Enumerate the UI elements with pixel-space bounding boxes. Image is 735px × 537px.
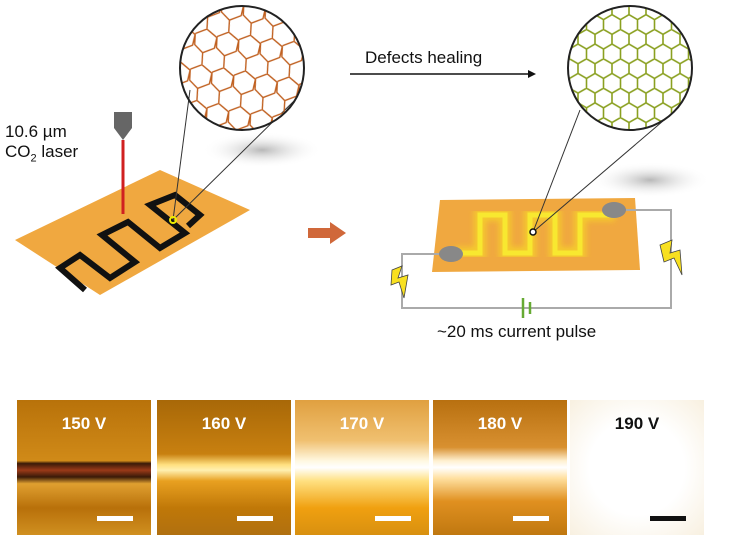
zoom-point: [169, 216, 177, 224]
substrate-left: [15, 170, 250, 295]
laser-type-suffix: laser: [36, 142, 79, 161]
laser-type-sub: 2: [30, 152, 37, 165]
electrode: [602, 202, 626, 218]
scale-bar: [237, 516, 273, 521]
healed-lattice-lens: [567, 5, 693, 131]
laser-wavelength: 10.6 µm: [5, 122, 67, 141]
electrode: [439, 246, 463, 262]
laser-type-prefix: CO: [5, 142, 31, 161]
scale-bar: [650, 516, 686, 521]
panel-190v: 190 V: [570, 400, 704, 535]
zoom-point: [529, 228, 537, 236]
scale-bar: [375, 516, 411, 521]
lightning-icon: [390, 265, 409, 299]
voltage-label: 190 V: [614, 414, 660, 433]
voltage-label: 150 V: [61, 414, 107, 433]
shadow: [202, 132, 322, 168]
laser-nozzle-icon: [114, 112, 132, 140]
laser-label: 10.6 µm CO2 laser: [5, 122, 78, 168]
panel-160v: 160 V: [157, 400, 291, 535]
laser-trace: [55, 191, 205, 293]
voltage-label: 170 V: [339, 414, 385, 433]
transition-arrow-icon: [308, 222, 346, 244]
pulse-label: ~20 ms current pulse: [437, 322, 597, 341]
voltage-label: 160 V: [201, 414, 247, 433]
panel-150v: 150 V: [17, 400, 151, 535]
process-label: Defects healing: [365, 48, 483, 67]
defective-lattice-lens: [179, 5, 305, 131]
lightning-icon: [659, 239, 683, 276]
panel-180v: 180 V: [433, 400, 567, 535]
laser-type: CO2 laser: [5, 142, 78, 168]
panel-170v: 170 V: [295, 400, 429, 535]
scale-bar: [513, 516, 549, 521]
circuit-wire: [401, 209, 672, 309]
shadow: [590, 162, 710, 198]
voltage-label: 180 V: [477, 414, 523, 433]
scale-bar: [97, 516, 133, 521]
